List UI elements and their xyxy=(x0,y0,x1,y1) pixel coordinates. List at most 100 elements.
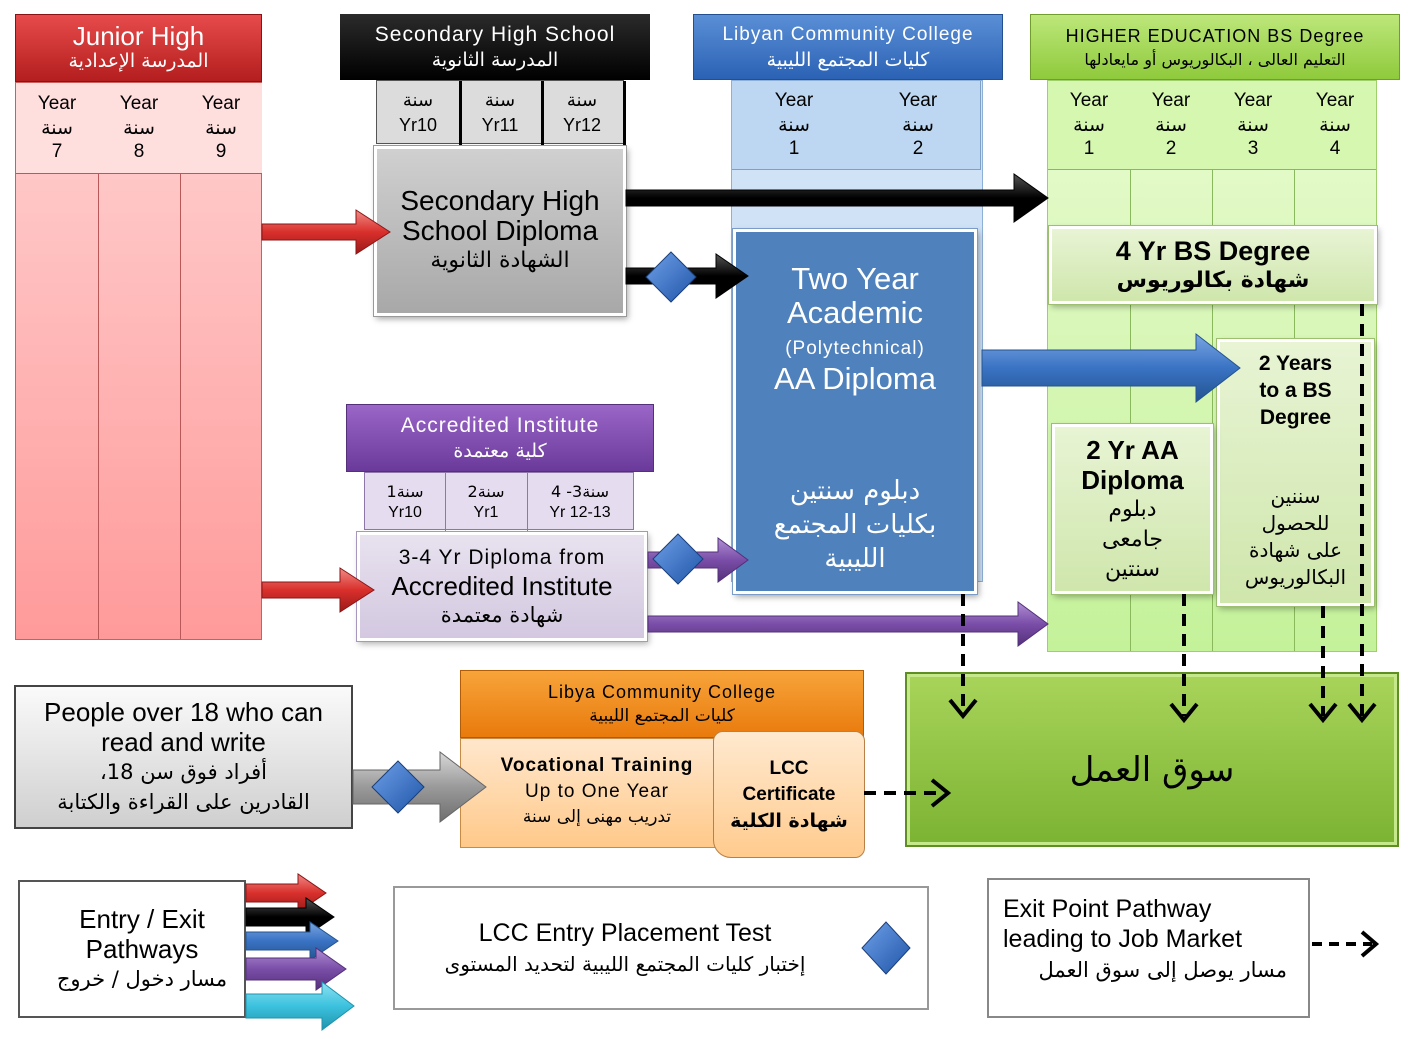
year-label-ar: سنة xyxy=(778,114,810,136)
accredited-year-1: سنة1 Yr10 xyxy=(365,473,446,531)
people-over-18-box: People over 18 who can read and write أف… xyxy=(14,685,353,829)
junior-high-lane xyxy=(98,83,181,639)
accredited-diploma-ar: شهادة معتمدة xyxy=(440,602,564,627)
placement-test-diamond-icon xyxy=(645,251,697,303)
two-years-line1: 2 Years xyxy=(1258,352,1333,375)
legend-pathways-text: Entry / Exit Pathways مسار دخول / خروج xyxy=(20,882,264,1016)
accredited-diploma-box: 3-4 Yr Diploma from Accredited Institute… xyxy=(357,532,647,641)
two-year-ar1: دبلوم سنتين xyxy=(789,476,921,506)
legend-pathways-ar: مسار دخول / خروج xyxy=(56,967,228,991)
legend-placement-test-box: LCC Entry Placement Test إختبار كليات ال… xyxy=(393,886,929,1010)
legend-pathways-line2: Pathways xyxy=(85,934,199,964)
year-number: 1 xyxy=(1083,138,1095,159)
legend-cyan-arrow xyxy=(245,981,355,1031)
accredited-diploma-line1: 3-4 Yr Diploma from xyxy=(398,545,606,569)
accredited-title-ar: كلية معتمدة xyxy=(453,440,547,462)
secondary-year-10: سنة Yr10 xyxy=(377,81,462,145)
bs-degree-ar: شهادة بكالوريوس xyxy=(1116,268,1310,293)
two-year-line3: (Polytechnical) xyxy=(785,338,925,359)
red-arrow-to-secondary xyxy=(261,209,391,255)
accredited-year-3-4: سنة3- 4 Yr 12-13 xyxy=(527,473,633,531)
lcc-title-ar: كليات المجتمع الليبية xyxy=(766,49,930,71)
aa-ar3: سنتين xyxy=(1104,557,1161,582)
higher-ed-title: HIGHER EDUCATION BS Degree xyxy=(1065,26,1365,46)
junior-high-lane xyxy=(16,83,99,639)
year-number: 1 xyxy=(788,138,800,159)
junior-high-column: Year سنة 7 Year سنة 8 Year سنة 9 xyxy=(15,82,262,640)
placement-test-diamond-icon xyxy=(652,533,704,585)
year-label: Year xyxy=(898,90,938,111)
higher-ed-header: HIGHER EDUCATION BS Degree التعليم العال… xyxy=(1030,14,1400,80)
lcc-header: Libyan Community College كليات المجتمع ا… xyxy=(693,14,1003,80)
vocational-line1: Vocational Training xyxy=(500,755,694,776)
people-line1: People over 18 who can xyxy=(44,697,323,727)
accredited-title: Accredited Institute xyxy=(400,414,600,437)
legend-diamond-icon xyxy=(861,921,911,975)
two-years-ar2: للحصول xyxy=(1261,511,1330,535)
vocational-line2: Up to One Year xyxy=(525,781,669,802)
two-years-ar1: سننين xyxy=(1270,484,1321,508)
exit-to-job-market-from-aa xyxy=(1169,594,1199,724)
year-label: Year xyxy=(1069,90,1109,111)
year-label-ar: سنة xyxy=(1155,114,1187,136)
legend-blue-arrow xyxy=(245,921,339,961)
year-number: 7 xyxy=(51,141,63,162)
two-years-line3: Degree xyxy=(1259,406,1332,429)
lcc-certificate-scroll: LCC Certificate شهادة الكلية xyxy=(713,731,865,858)
exit-to-job-market-from-lcc xyxy=(948,594,978,720)
job-market-label: سوق العمل xyxy=(1069,749,1235,790)
year-label-ar: سنة xyxy=(1073,114,1105,136)
exit-to-job-market-from-two-years xyxy=(1308,606,1338,724)
year-number: 3 xyxy=(1247,138,1259,159)
aa-ar1: دبلوم xyxy=(1108,497,1157,522)
year-label: Year xyxy=(774,90,814,111)
accredited-header: Accredited Institute كلية معتمدة xyxy=(346,404,654,472)
placement-test-diamond-icon xyxy=(371,760,425,814)
year-label: Yr 12-13 xyxy=(549,504,611,521)
year-label-ar: سنة xyxy=(484,90,516,111)
year-label: Yr12 xyxy=(562,115,602,135)
year-label: Yr10 xyxy=(398,115,438,135)
two-years-to-bs-box: 2 Years to a BS Degree سننين للحصول على … xyxy=(1217,339,1374,606)
two-year-academic-box: Two Year Academic (Polytechnical) AA Dip… xyxy=(733,229,977,594)
two-year-ar3: الليبية xyxy=(824,544,886,574)
secondary-year-12: سنة Yr12 xyxy=(541,81,626,145)
aa-line2: Diploma xyxy=(1081,465,1184,495)
legend-exit-line2: leading to Job Market xyxy=(1003,925,1243,953)
secondary-years: سنة Yr10 سنة Yr11 سنة Yr12 xyxy=(376,80,626,145)
blue-arrow-to-bs xyxy=(981,332,1241,404)
two-year-ar2: بكليات المجتمع xyxy=(773,510,937,540)
two-year-line1: Two Year xyxy=(791,261,919,296)
junior-high-title-ar: المدرسة الإعدادية xyxy=(68,50,209,72)
bs-degree-box: 4 Yr BS Degree شهادة بكالوريوس xyxy=(1049,226,1377,304)
legend-test-text: LCC Entry Placement Test إختبار كليات ال… xyxy=(395,888,855,1008)
legend-test-en: LCC Entry Placement Test xyxy=(478,919,772,947)
black-arrow-to-higher-ed xyxy=(625,173,1049,223)
legend-test-ar: إختبار كليات المجتمع الليبية لتحديد المس… xyxy=(444,952,806,976)
year-label-ar: سنة xyxy=(1319,114,1351,136)
people-ar1: أفراد فوق سن 18، xyxy=(100,760,267,784)
year-label-ar: سنة xyxy=(402,90,434,111)
secondary-year-11: سنة Yr11 xyxy=(459,81,544,145)
legend-exit-ar: مسار يوصل إلى سوق العمل xyxy=(1038,958,1287,982)
certificate-ar: شهادة الكلية xyxy=(730,809,848,832)
red-arrow-to-accredited xyxy=(261,567,375,613)
lcc-title: Libyan Community College xyxy=(722,24,974,45)
higher-ed-year-3: Year سنة 3 xyxy=(1212,81,1295,170)
people-ar2: القادرين على القراءة والكتابة xyxy=(57,790,310,814)
legend-purple-arrow xyxy=(245,947,347,991)
year-label-ar: سنة xyxy=(1237,114,1269,136)
accredited-diploma-line2: Accredited Institute xyxy=(391,570,613,601)
legend-pathways-line1: Entry / Exit xyxy=(79,904,205,934)
vocational-ar: تدريب مهنى إلى سنة xyxy=(522,807,672,827)
certificate-line1: LCC xyxy=(769,757,809,779)
accredited-years: سنة1 Yr10 سنة2 Yr1 سنة3- 4 Yr 12-13 xyxy=(364,472,634,531)
year-label-ar: سنة xyxy=(41,117,73,139)
higher-ed-year-4: Year سنة 4 xyxy=(1294,81,1376,170)
year-label: Year xyxy=(119,93,159,114)
year-label: Yr1 xyxy=(473,504,499,521)
year-label: Year xyxy=(1315,90,1355,111)
year-label: Year xyxy=(1151,90,1191,111)
lcc-year-1: Year سنة 1 xyxy=(732,81,857,170)
